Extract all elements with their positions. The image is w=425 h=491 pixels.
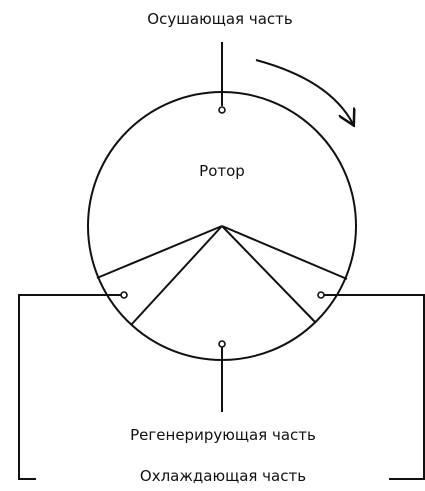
cooling-part-left-line [18,294,121,480]
sector-dividers [96,225,348,326]
cooling-part-right-line [324,294,425,480]
drying-part-label: Осушающая часть [147,10,293,28]
cooling-part-label: Охлаждающая часть [139,467,307,485]
rotor-label: Ротор [199,162,245,180]
divider-right-outer [221,225,348,280]
divider-left-outer [96,225,223,279]
divider-right-inner [221,225,317,324]
regeneration-part-port [218,340,226,348]
divider-left-inner [130,225,223,326]
drying-part-port [218,106,226,114]
cooling-part-right-port [317,291,325,299]
regeneration-part-label: Регенерирующая часть [130,426,316,444]
cooling-part-left-port [120,291,128,299]
clockwise-arrow-icon [255,59,353,124]
